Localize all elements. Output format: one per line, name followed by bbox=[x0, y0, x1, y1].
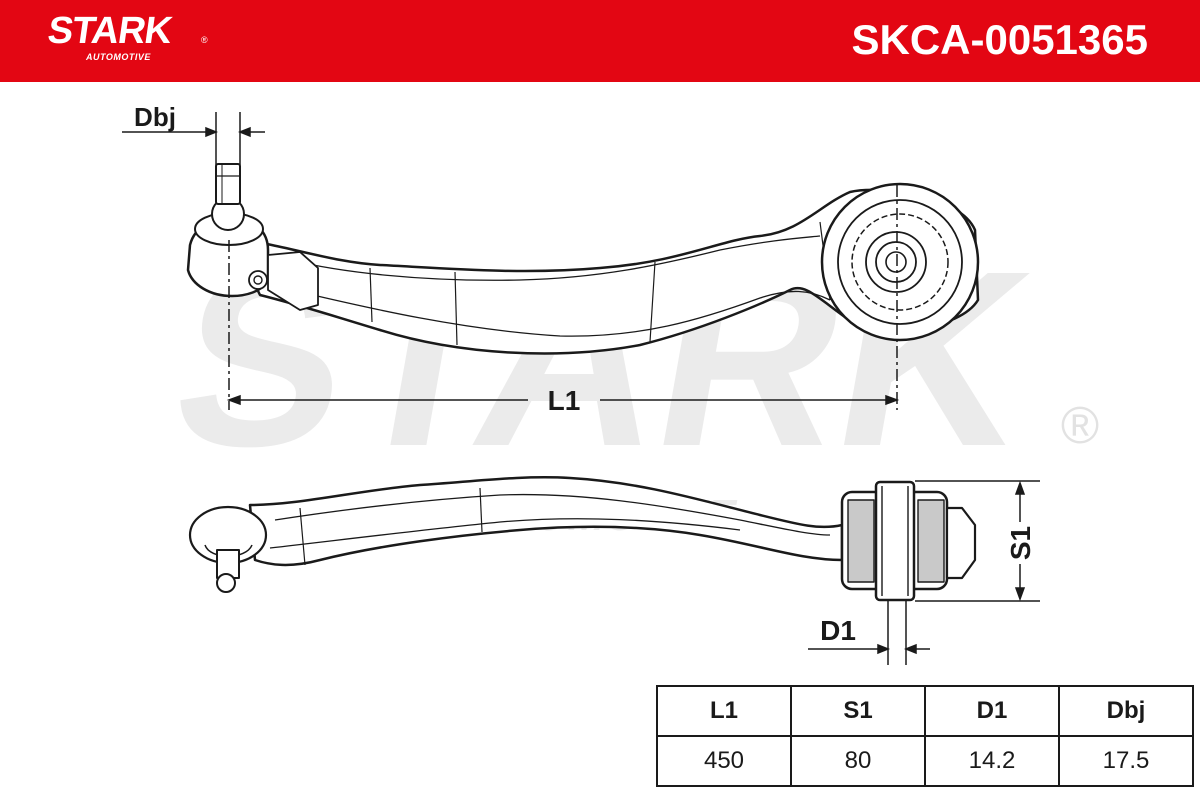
header-bar: STARK ® AUTOMOTIVE SKCA-0051365 bbox=[0, 0, 1200, 82]
table-header-s1: S1 bbox=[790, 685, 926, 737]
dim-label-s1: S1 bbox=[1005, 526, 1036, 560]
table-header-dbj: Dbj bbox=[1058, 685, 1194, 737]
table-header-row: L1 S1 D1 Dbj bbox=[656, 685, 1194, 737]
table-row: 450 80 14.2 17.5 bbox=[656, 735, 1194, 787]
control-arm-side-view bbox=[188, 476, 977, 602]
stark-logo: STARK ® AUTOMOTIVE bbox=[45, 10, 218, 70]
dim-label-dbj: Dbj bbox=[134, 102, 176, 132]
logo-subtitle: AUTOMOTIVE bbox=[86, 52, 151, 62]
table-header-d1: D1 bbox=[924, 685, 1060, 737]
table-value-s1: 80 bbox=[790, 735, 926, 787]
table-value-l1: 450 bbox=[656, 735, 792, 787]
dimension-lines-side bbox=[808, 480, 1040, 665]
table-header-l1: L1 bbox=[656, 685, 792, 737]
dim-label-d1: D1 bbox=[820, 615, 856, 646]
dimensions-table: L1 S1 D1 Dbj 450 80 14.2 17.5 bbox=[656, 685, 1194, 787]
dimension-lines-top bbox=[122, 112, 900, 410]
logo-registered-mark: ® bbox=[201, 35, 208, 45]
control-arm-top-view bbox=[186, 163, 980, 355]
table-value-d1: 14.2 bbox=[924, 735, 1060, 787]
technical-drawing: STARK AUTOMOTIVE ® bbox=[122, 102, 1099, 665]
table-value-dbj: 17.5 bbox=[1058, 735, 1194, 787]
watermark-registered: ® bbox=[1061, 397, 1099, 455]
part-number: SKCA-0051365 bbox=[851, 16, 1148, 63]
logo-wordmark: STARK bbox=[45, 10, 175, 52]
dim-label-l1: L1 bbox=[548, 385, 581, 416]
